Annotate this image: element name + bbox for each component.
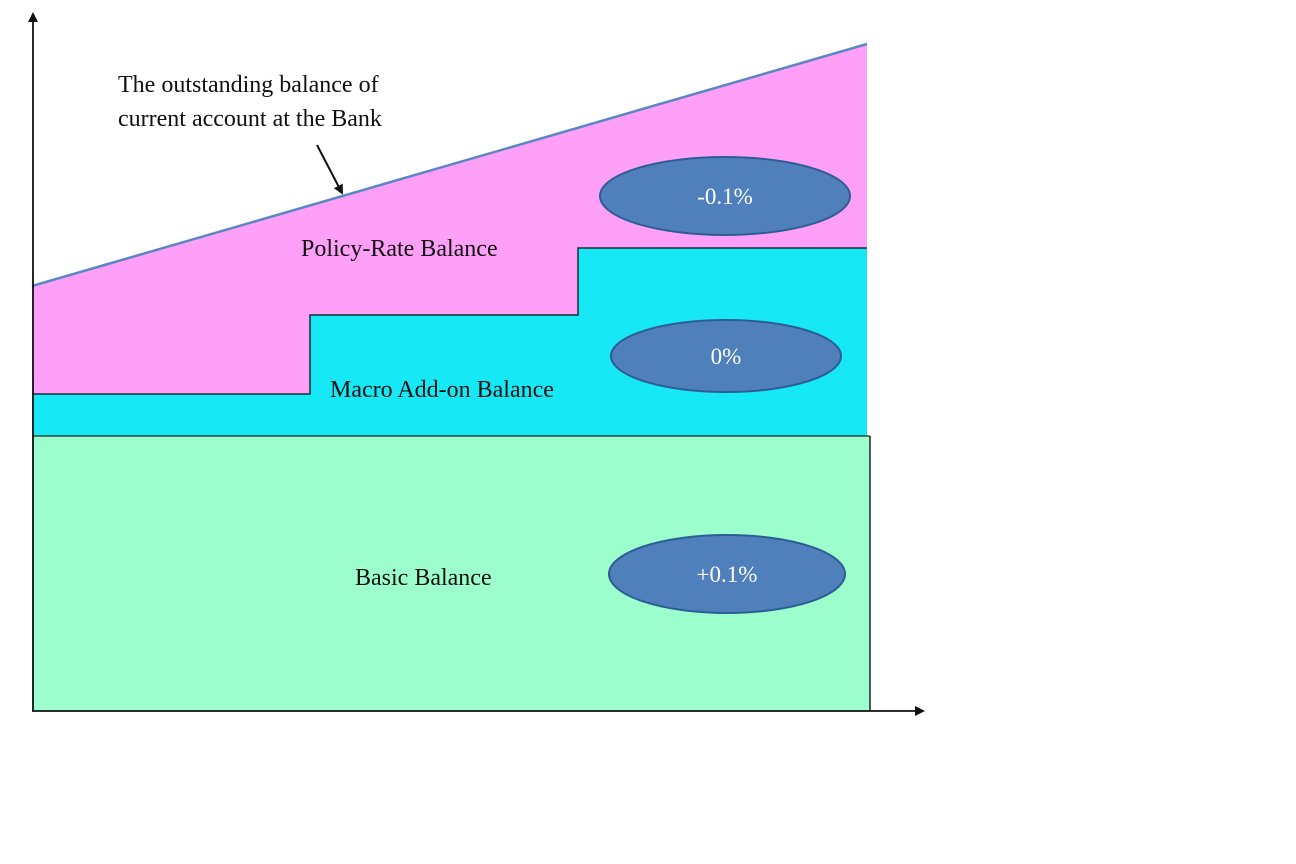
policy-rate-region [32,44,867,394]
policy-rate-label: Policy-Rate Balance [301,236,498,262]
annotation-line-2: current account at the Bank [118,106,382,132]
macro-addon-pill: 0% [610,319,842,393]
policy-rate-value: -0.1% [697,184,753,209]
macro-addon-step-line [32,247,867,395]
basic-value: +0.1% [697,562,758,587]
annotation-line-1: The outstanding balance of [118,72,379,98]
basic-label: Basic Balance [355,565,492,591]
macro-addon-label: Macro Add-on Balance [330,377,554,403]
outstanding-balance-line [31,42,868,288]
annotation-arrow [316,144,343,195]
basic-pill: +0.1% [608,534,846,614]
macro-addon-value: 0% [711,344,742,369]
policy-rate-pill: -0.1% [599,156,851,236]
macro-addon-region [32,248,867,436]
